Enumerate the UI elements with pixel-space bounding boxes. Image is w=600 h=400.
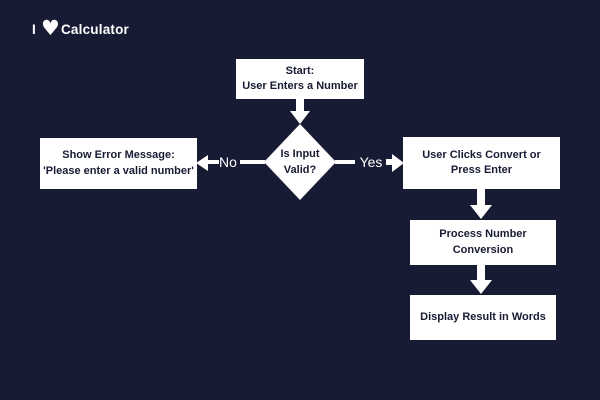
heart-icon: ♥ bbox=[40, 15, 60, 40]
arrow-right-icon bbox=[392, 154, 404, 172]
node-error: Show Error Message: 'Please enter a vali… bbox=[40, 138, 197, 189]
logo-prefix: I bbox=[32, 21, 36, 37]
arrow-decision-to-convert-stem bbox=[386, 159, 394, 165]
edge-label-no: No bbox=[219, 154, 237, 170]
node-convert: User Clicks Convert or Press Enter bbox=[403, 137, 560, 189]
node-display-line1: Display Result in Words bbox=[420, 310, 546, 323]
site-logo: I ♥ Calculator bbox=[32, 16, 129, 42]
edge-label-yes: Yes bbox=[359, 154, 383, 170]
node-process-line1: Process Number Conversion bbox=[439, 228, 527, 256]
arrow-down-icon bbox=[470, 280, 492, 294]
node-start: Start: User Enters a Number bbox=[236, 59, 364, 99]
node-process: Process Number Conversion bbox=[410, 220, 556, 265]
arrow-down-icon bbox=[290, 111, 310, 124]
arrow-decision-to-error-stem bbox=[208, 160, 219, 164]
arrow-decision-to-error-line bbox=[240, 160, 265, 164]
arrow-process-to-display-stem bbox=[477, 265, 485, 281]
arrow-start-to-decision-stem bbox=[296, 99, 304, 112]
arrow-convert-to-process-stem bbox=[477, 189, 485, 206]
node-display: Display Result in Words bbox=[410, 295, 556, 340]
node-start-line2: User Enters a Number bbox=[242, 80, 358, 92]
arrow-down-icon bbox=[470, 205, 492, 219]
logo-suffix: Calculator bbox=[60, 21, 130, 37]
arrow-decision-to-convert-line bbox=[335, 160, 355, 164]
node-decision-line2: Valid? bbox=[283, 163, 317, 176]
node-convert-line2: Press Enter bbox=[450, 164, 513, 176]
node-convert-line1: User Clicks Convert or bbox=[422, 148, 541, 161]
node-decision: Is Input Valid? bbox=[264, 147, 336, 178]
node-start-line1: Start: bbox=[285, 64, 315, 77]
node-error-line2: 'Please enter a valid number' bbox=[43, 164, 194, 177]
node-error-line1: Show Error Message: bbox=[62, 149, 175, 161]
node-decision-line1: Is Input bbox=[280, 148, 320, 160]
arrow-left-icon bbox=[196, 155, 208, 171]
